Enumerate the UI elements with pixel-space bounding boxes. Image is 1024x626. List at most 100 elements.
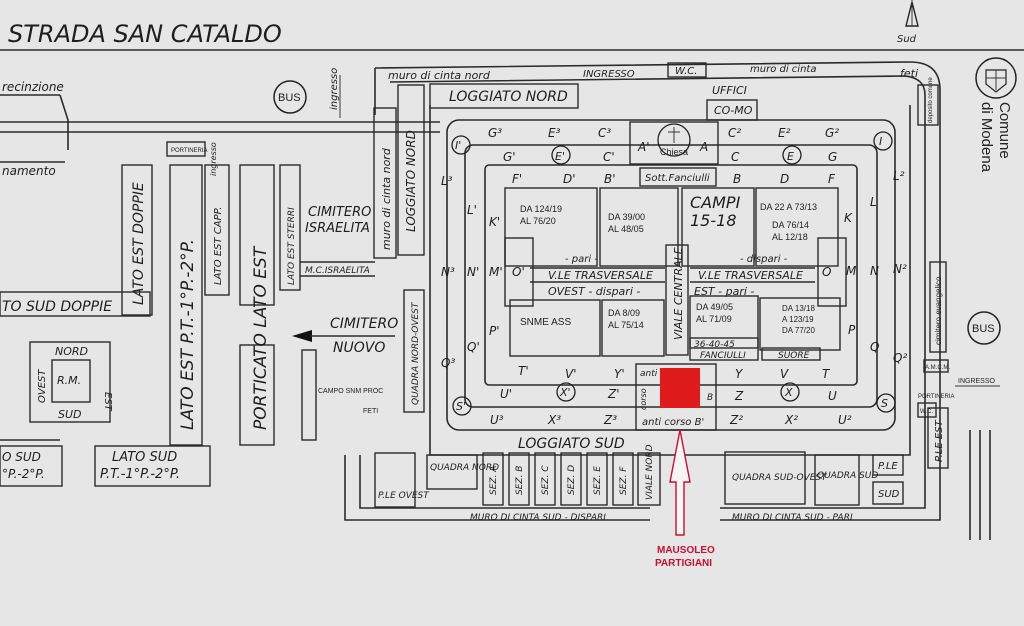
loggiato-nord-label: LOGGIATO NORD	[449, 89, 568, 105]
letter-a: A	[699, 140, 708, 154]
letter-t: T	[822, 367, 831, 381]
muro-pari-label: MURO DI CINTA SUD - PARI	[732, 513, 853, 523]
sez-a-label: SEZ. A	[489, 466, 499, 495]
porticato-label: PORTICATO LATO EST	[251, 245, 271, 430]
letter-x3: X³	[547, 413, 561, 427]
recinzione-label: recinzione	[2, 80, 64, 94]
quadra-nord-ovest-label: QUADRA NORD-OVEST	[411, 301, 421, 405]
mausoleo-marker[interactable]: MAUSOLEO PARTIGIANI	[655, 368, 715, 569]
letter-k: K	[844, 211, 853, 225]
pari-label: - pari -	[565, 254, 598, 265]
al2: AL 48/05	[608, 224, 644, 234]
main-block: LOGGIATO NORD UFFICI CO-MO Chiesa Sott.F…	[429, 83, 911, 456]
da7: DA 13/18	[782, 304, 815, 313]
letter-n: N	[870, 264, 879, 278]
letter-y1: Y'	[614, 367, 625, 381]
field-da8	[601, 299, 665, 357]
chiesa-label: Chiesa	[660, 147, 688, 157]
corner-i	[873, 131, 893, 151]
letter-u: U	[828, 389, 837, 403]
fanciulli-label: FANCIULLI	[700, 351, 746, 361]
sez-b-label: SEZ. B	[515, 466, 525, 495]
bus-left-label: BUS	[278, 92, 301, 104]
letter-q2: Q²	[893, 351, 907, 365]
letter-l2: L²	[893, 169, 905, 183]
wc-right-label: W.C.	[920, 409, 933, 415]
lato-est-sterri-block	[279, 164, 301, 291]
corner-i1	[451, 135, 471, 155]
cimitero-evangelico-box	[929, 261, 947, 353]
lato-sud-1: LATO SUD	[112, 450, 177, 465]
letter-d: D	[780, 172, 789, 186]
sez-e-label: SEZ. E	[593, 466, 603, 495]
sez-d-box	[560, 452, 582, 506]
ple-ovest-box	[374, 452, 416, 508]
al5: AL 75/14	[608, 320, 644, 330]
sott-fanciulli-box	[639, 167, 717, 187]
lato-est-capp-label: LATO EST CAPP.	[213, 207, 224, 285]
vle-trasversale-1: V.LE TRASVERSALE	[548, 269, 653, 282]
chiesa-box	[629, 121, 719, 165]
field-snme	[509, 299, 601, 357]
letter-o: O	[822, 265, 831, 279]
letter-f: F	[828, 172, 836, 186]
letter-t1: T'	[518, 364, 529, 378]
road-label-strada-san-cataldo: STRADA SAN CATALDO	[8, 20, 282, 48]
wc-top-label: W.C.	[675, 66, 697, 77]
right-area: deposito comune cimitero evangelico BUS …	[917, 77, 1001, 540]
letter-l: L	[870, 195, 877, 209]
letter-e3: E³	[548, 126, 561, 140]
amcm-label: A.M.C.M.	[925, 365, 950, 371]
lato-sud-block	[94, 445, 211, 487]
comune-di-modena-logo: Comune di Modena	[975, 57, 1017, 173]
lato-sud-doppie-label: TO SUD DOPPIE	[2, 299, 112, 315]
sez-a-box	[482, 452, 504, 506]
bottom-strip: P.LE OVEST QUADRA NORD SEZ. A SEZ. B SEZ…	[344, 380, 941, 523]
mausoleo-square[interactable]	[660, 368, 700, 408]
al1: AL 76/20	[520, 216, 556, 226]
logo-text-line1: Comune	[996, 102, 1013, 159]
letter-g3: G³	[488, 126, 502, 140]
letter-v: V	[780, 367, 789, 381]
namento-label: namento	[2, 164, 56, 178]
deposito-comune-box	[917, 84, 939, 126]
letter-u3: U³	[490, 413, 504, 427]
mc-israelita-label: M.C.ISRAELITA	[305, 266, 370, 276]
letter-g2: G²	[825, 126, 839, 140]
anti-corso-box	[635, 363, 717, 431]
amcm-box	[923, 359, 949, 373]
lato-sud-doppie-block	[0, 291, 151, 317]
letter-s1: S'	[456, 400, 466, 413]
est-pari: EST - pari -	[694, 285, 754, 298]
letter-l3: L³	[441, 174, 453, 188]
al4: AL 12/18	[772, 232, 808, 242]
portineria-left-label: PORTINERIA	[171, 148, 208, 154]
field-fanciulli	[689, 337, 759, 361]
letter-i: I	[879, 135, 882, 148]
letter-u2: U²	[838, 413, 852, 427]
sez-b-box	[508, 452, 530, 506]
cimitero-nuovo-arrow	[292, 330, 312, 342]
letter-z2: Z²	[729, 413, 743, 427]
da7b: DA 77/20	[782, 326, 815, 335]
quadra-sud-ovest-label: QUADRA SUD-OVEST	[732, 473, 828, 483]
cimitero-evangelico-label: cimitero evangelico	[934, 276, 943, 345]
ingresso-left-label: ingresso	[209, 142, 218, 176]
rm-sud: SUD	[58, 408, 82, 421]
num-36: 36-40-45	[694, 340, 735, 350]
letter-y: Y	[735, 367, 744, 381]
loggiato-nord-box	[429, 83, 579, 109]
rm-label: R.M.	[57, 374, 81, 387]
deposito-comune-label: deposito comune	[928, 77, 934, 123]
rm-est: EST	[102, 392, 113, 412]
cimitero-israelita-1: CIMITERO	[308, 205, 371, 220]
lato-sud-2: P.T.-1°P.-2°P.	[100, 467, 180, 482]
sez-e-box	[586, 452, 608, 506]
letter-b: B	[733, 172, 741, 186]
lato-est-capp-block	[204, 164, 230, 296]
ovest-dispari: OVEST - dispari -	[548, 285, 640, 298]
bus-right-label: BUS	[972, 323, 995, 335]
letter-c2: C²	[728, 126, 741, 140]
da3: DA 22 A 73/13	[760, 202, 817, 212]
letter-a1: A'	[637, 140, 650, 154]
